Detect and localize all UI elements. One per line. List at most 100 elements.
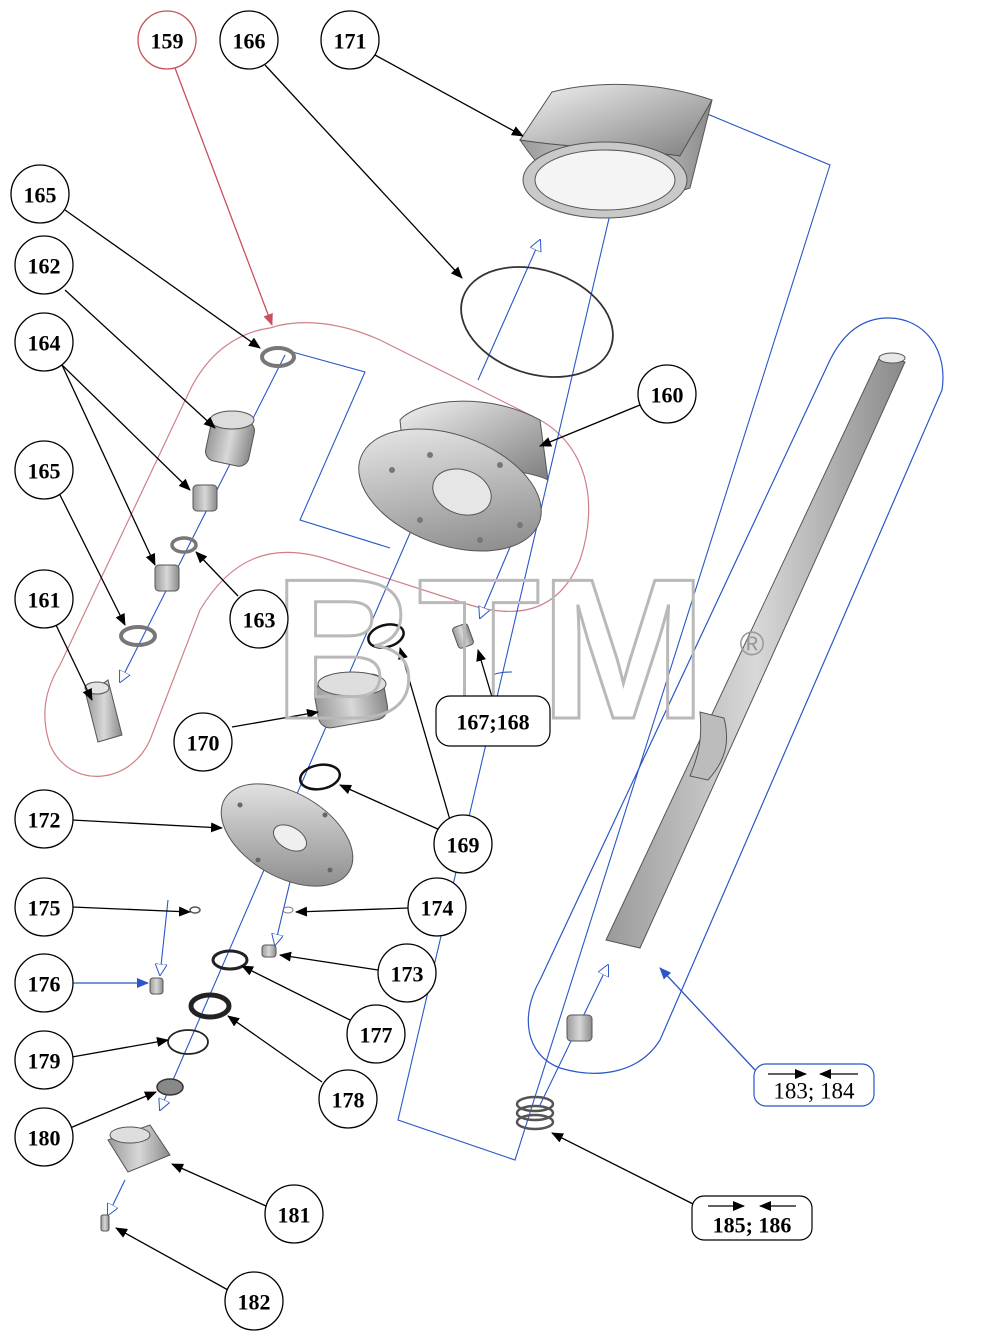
callout-185-186: 185; 186 — [691, 1195, 813, 1241]
callout-164: 164 — [14, 312, 74, 372]
svg-text:174: 174 — [421, 896, 454, 921]
washer-180 — [156, 1078, 184, 1096]
svg-text:165: 165 — [24, 183, 57, 208]
leader-182 — [115, 1227, 229, 1291]
screw-182 — [100, 1214, 110, 1232]
o-ring-179 — [167, 1029, 209, 1055]
bolt-176 — [149, 977, 164, 995]
callout-166: 166 — [219, 10, 279, 70]
leader-169-a — [398, 647, 451, 821]
circlip-169-b — [298, 763, 342, 791]
spring-185 — [515, 1095, 555, 1131]
callout-182: 182 — [224, 1271, 284, 1331]
callout-176: 176 — [14, 953, 74, 1013]
callout-181: 181 — [264, 1184, 324, 1244]
o-ring-174 — [282, 906, 294, 914]
leader-164-b — [61, 364, 156, 566]
sun-assembly-path — [397, 85, 831, 1161]
svg-text:®: ® — [739, 625, 764, 663]
o-ring-166 — [460, 266, 614, 378]
svg-text:163: 163 — [243, 608, 276, 633]
svg-text:176: 176 — [28, 972, 61, 997]
leader-181 — [171, 1163, 267, 1207]
callout-174: 174 — [407, 877, 467, 937]
callout-175: 175 — [14, 877, 74, 937]
axis-lower — [160, 899, 169, 975]
svg-text:178: 178 — [332, 1088, 365, 1113]
washer-165-bottom — [119, 625, 157, 647]
svg-text:175: 175 — [28, 896, 61, 921]
callout-179: 179 — [14, 1030, 74, 1090]
callout-170: 170 — [173, 712, 233, 772]
callout-180: 180 — [14, 1107, 74, 1167]
circlip-169-a — [367, 623, 405, 649]
svg-text:182: 182 — [238, 1290, 271, 1315]
callout-162: 162 — [14, 235, 74, 295]
needle-bearing-164-b — [154, 564, 180, 592]
ring-gear-171 — [518, 83, 713, 219]
leader-174 — [295, 906, 409, 917]
shaft-group-outline — [527, 317, 944, 1074]
leader-180 — [69, 1091, 157, 1129]
svg-text:181: 181 — [278, 1203, 311, 1228]
svg-text:173: 173 — [391, 962, 424, 987]
svg-text:185; 186: 185; 186 — [713, 1213, 792, 1238]
axle-shaft-183 — [605, 352, 906, 949]
leader-164-a — [61, 364, 191, 491]
needle-bearing-164-a — [192, 484, 218, 512]
callout-169: 169 — [433, 814, 493, 874]
callout-161: 161 — [14, 569, 74, 629]
callout-178: 178 — [318, 1069, 378, 1129]
cover-172 — [220, 783, 354, 887]
callout-173: 173 — [377, 943, 437, 1003]
callout-165-bottom: 165 — [14, 440, 74, 500]
leader-161 — [55, 624, 93, 701]
leader-173 — [279, 951, 379, 971]
leader-175 — [71, 906, 191, 917]
leader-172 — [71, 819, 223, 833]
svg-text:165: 165 — [28, 459, 61, 484]
callout-172: 172 — [14, 789, 74, 849]
svg-text:164: 164 — [28, 331, 61, 356]
washer-165-top — [260, 346, 296, 368]
clamp-181 — [107, 1124, 171, 1173]
seal-177 — [211, 949, 249, 971]
leader-160 — [539, 404, 641, 447]
svg-text:179: 179 — [28, 1049, 61, 1074]
svg-text:169: 169 — [447, 833, 480, 858]
svg-text:180: 180 — [28, 1126, 61, 1151]
svg-text:172: 172 — [28, 808, 61, 833]
axis-ring-gear — [477, 240, 540, 381]
leader-165-bottom — [59, 494, 126, 626]
leader-185 — [551, 1132, 706, 1211]
spacer-163 — [170, 536, 198, 554]
svg-text:166: 166 — [233, 29, 266, 54]
leader-162 — [64, 289, 216, 429]
callout-171: 171 — [320, 10, 380, 70]
carrier-axis-path — [284, 349, 391, 549]
planet-carrier-160 — [358, 400, 549, 552]
o-ring-175 — [189, 906, 201, 914]
svg-text:171: 171 — [334, 29, 367, 54]
callout-177: 177 — [346, 1004, 406, 1064]
svg-text:183; 184: 183; 184 — [773, 1079, 855, 1104]
leader-183 — [659, 967, 756, 1071]
axis-end-clamp — [108, 1179, 126, 1215]
callout-183-184: 183; 184 — [753, 1063, 875, 1107]
plug-173 — [261, 944, 277, 958]
leader-166 — [264, 64, 463, 279]
callout-165-top: 165 — [10, 164, 70, 224]
svg-text:162: 162 — [28, 254, 61, 279]
callout-163: 163 — [229, 589, 289, 649]
callout-167-168: 167;168 — [435, 695, 551, 747]
leader-165-top — [64, 209, 261, 349]
svg-text:159: 159 — [151, 29, 184, 54]
planet-pin-161 — [84, 679, 123, 743]
leader-177 — [241, 965, 351, 1021]
leader-159 — [174, 67, 273, 326]
planet-gear-162 — [205, 410, 255, 467]
callout-159: 159 — [137, 10, 197, 70]
seal-178 — [188, 992, 232, 1020]
svg-text:160: 160 — [651, 383, 684, 408]
